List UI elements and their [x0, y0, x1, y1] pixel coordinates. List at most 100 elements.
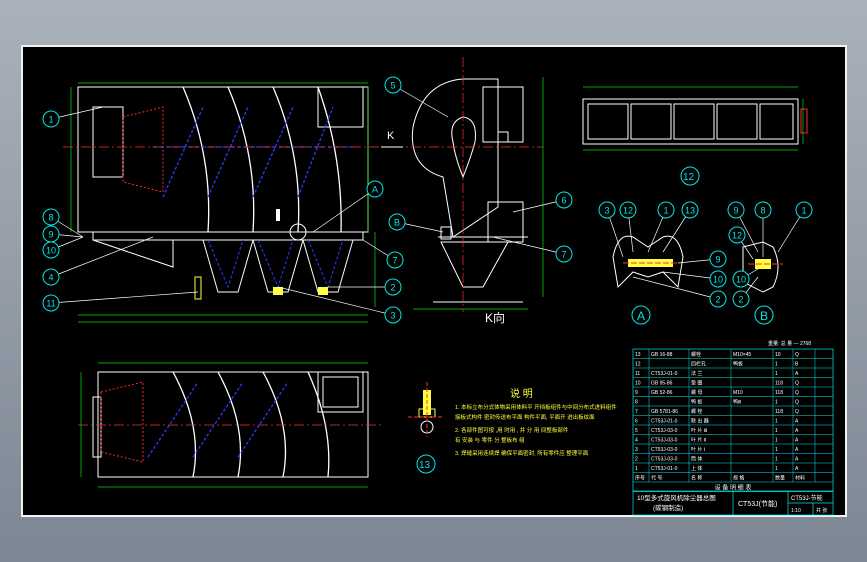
- leader-line: [662, 271, 719, 280]
- balloon-label: 1: [801, 206, 806, 216]
- bom-cell: 13: [635, 352, 641, 358]
- front-view: [63, 82, 383, 323]
- balloon: 5: [384, 76, 449, 118]
- bom-col-headers: 序号代 号名 称规 格数量材料: [635, 475, 805, 482]
- balloon-label: 3: [390, 311, 395, 321]
- balloon-circle: [384, 306, 402, 324]
- balloon: 1: [777, 201, 813, 253]
- bom-cell: 9: [635, 390, 638, 396]
- bom-cell: Q: [795, 409, 799, 415]
- leader-line: [512, 199, 565, 213]
- side-outlet: [482, 86, 524, 143]
- front-spiral-blades: [153, 86, 353, 233]
- item-13-view: [408, 382, 443, 437]
- balloon-label: 10: [736, 275, 746, 285]
- balloon: 10: [732, 268, 759, 288]
- balloon-circle: [555, 191, 573, 209]
- balloon: 8: [42, 208, 84, 238]
- bom-cell: B: [795, 362, 799, 368]
- detail-b-label-circle: [754, 305, 774, 325]
- note-line: 有 安装 与 零件 分 整板布 组: [455, 436, 525, 444]
- balloon-circle: [709, 290, 727, 308]
- balloon-label: 6: [561, 196, 566, 206]
- bom-cell: 1: [775, 457, 778, 463]
- balloon: 7: [492, 236, 573, 263]
- bom-cell: Q: [795, 381, 799, 387]
- bom-cell: 螺栓: [691, 351, 701, 358]
- balloon-circle: [42, 110, 60, 128]
- detail-a: [612, 235, 684, 289]
- balloon: 12: [619, 201, 637, 253]
- title-scale: 1:10: [791, 508, 801, 514]
- bom-cell: 1: [775, 419, 778, 425]
- front-drain-1: [273, 287, 283, 295]
- note-line: 2. 各部件图可按 ,用 时用 , 并 分 用 间整板部件: [455, 426, 569, 434]
- balloon: 13: [662, 201, 699, 253]
- note-line: 3. 焊缝采用连续焊 确保平面密封, 所有零件应 整理平面: [455, 449, 589, 457]
- bom-col-header: 规 格: [733, 475, 744, 482]
- balloon: 4: [42, 236, 154, 286]
- side-port: [497, 131, 509, 143]
- balloon-circle: [42, 268, 60, 286]
- balloon-label: 12: [732, 231, 742, 241]
- bom-cell: 4: [635, 438, 638, 444]
- front-inlet-flange: [92, 106, 124, 178]
- item-12-view: [582, 86, 808, 151]
- cad-drawing: K K向 A B: [42, 57, 834, 516]
- balloon-label: 8: [760, 206, 765, 216]
- bom-cell: 1: [775, 371, 778, 377]
- balloon-label: 1: [663, 206, 668, 216]
- balloon: 11: [42, 291, 199, 312]
- detail-b: [742, 241, 783, 293]
- title-drawing-no: CT53J(节能): [738, 499, 777, 508]
- balloon-label: 2: [390, 283, 395, 293]
- bom-cell: 5: [635, 428, 638, 434]
- balloon: 9: [727, 201, 759, 253]
- balloon-circle: [384, 278, 402, 296]
- balloon-label: 7: [392, 256, 397, 266]
- balloon-label: 10: [713, 275, 723, 285]
- front-outlet-box: [317, 86, 364, 128]
- plan-body-outline: [97, 371, 369, 478]
- bom-header-note: 重量: 总 量 — 2768: [768, 340, 811, 347]
- bom-cell: CT53J-01-0: [651, 371, 678, 377]
- balloon-circle: [366, 180, 384, 198]
- front-window: [276, 209, 280, 221]
- side-inner-cone: [451, 116, 476, 179]
- side-lower-box: [487, 201, 524, 243]
- side-cyclone-body: [411, 78, 499, 238]
- bom-cell: 四栏孔: [691, 361, 706, 368]
- bom-cell: CT53J-03-0: [651, 457, 678, 463]
- balloon-label: 7: [561, 250, 566, 260]
- bom-cell: CT53J-01-0: [651, 419, 678, 425]
- title-code: CT53J-节能: [791, 494, 823, 502]
- bom-cell: A: [795, 438, 799, 444]
- bom-col-header: 序号: [635, 475, 645, 482]
- balloon-label: 2: [738, 295, 743, 305]
- balloon-label: 4: [48, 273, 53, 283]
- bom-cell: 1: [775, 438, 778, 444]
- note-line: 1. 本标立布分式体物采用体料平 开挡板组件与中间分布式进料组件: [455, 403, 617, 411]
- bom-cell: GB 16-88: [651, 352, 673, 358]
- detail-a-label-circle: [631, 305, 651, 325]
- k-view-label: K向: [485, 310, 505, 325]
- bom-cell: 118: [775, 409, 783, 415]
- balloon-circle: [384, 76, 402, 94]
- bom-cell: 118: [775, 390, 783, 396]
- leader-line: [277, 286, 394, 316]
- balloon-label: 13: [685, 206, 695, 216]
- leader-line: [632, 276, 719, 300]
- bom-cell: 11: [635, 371, 640, 377]
- bom-cell: 法 兰: [691, 370, 702, 377]
- leader-line: [50, 106, 104, 120]
- bom-col-header: 材料: [795, 475, 805, 482]
- front-hoppers: [202, 239, 354, 293]
- balloon-circle: [555, 245, 573, 263]
- balloon-label: 3: [604, 206, 609, 216]
